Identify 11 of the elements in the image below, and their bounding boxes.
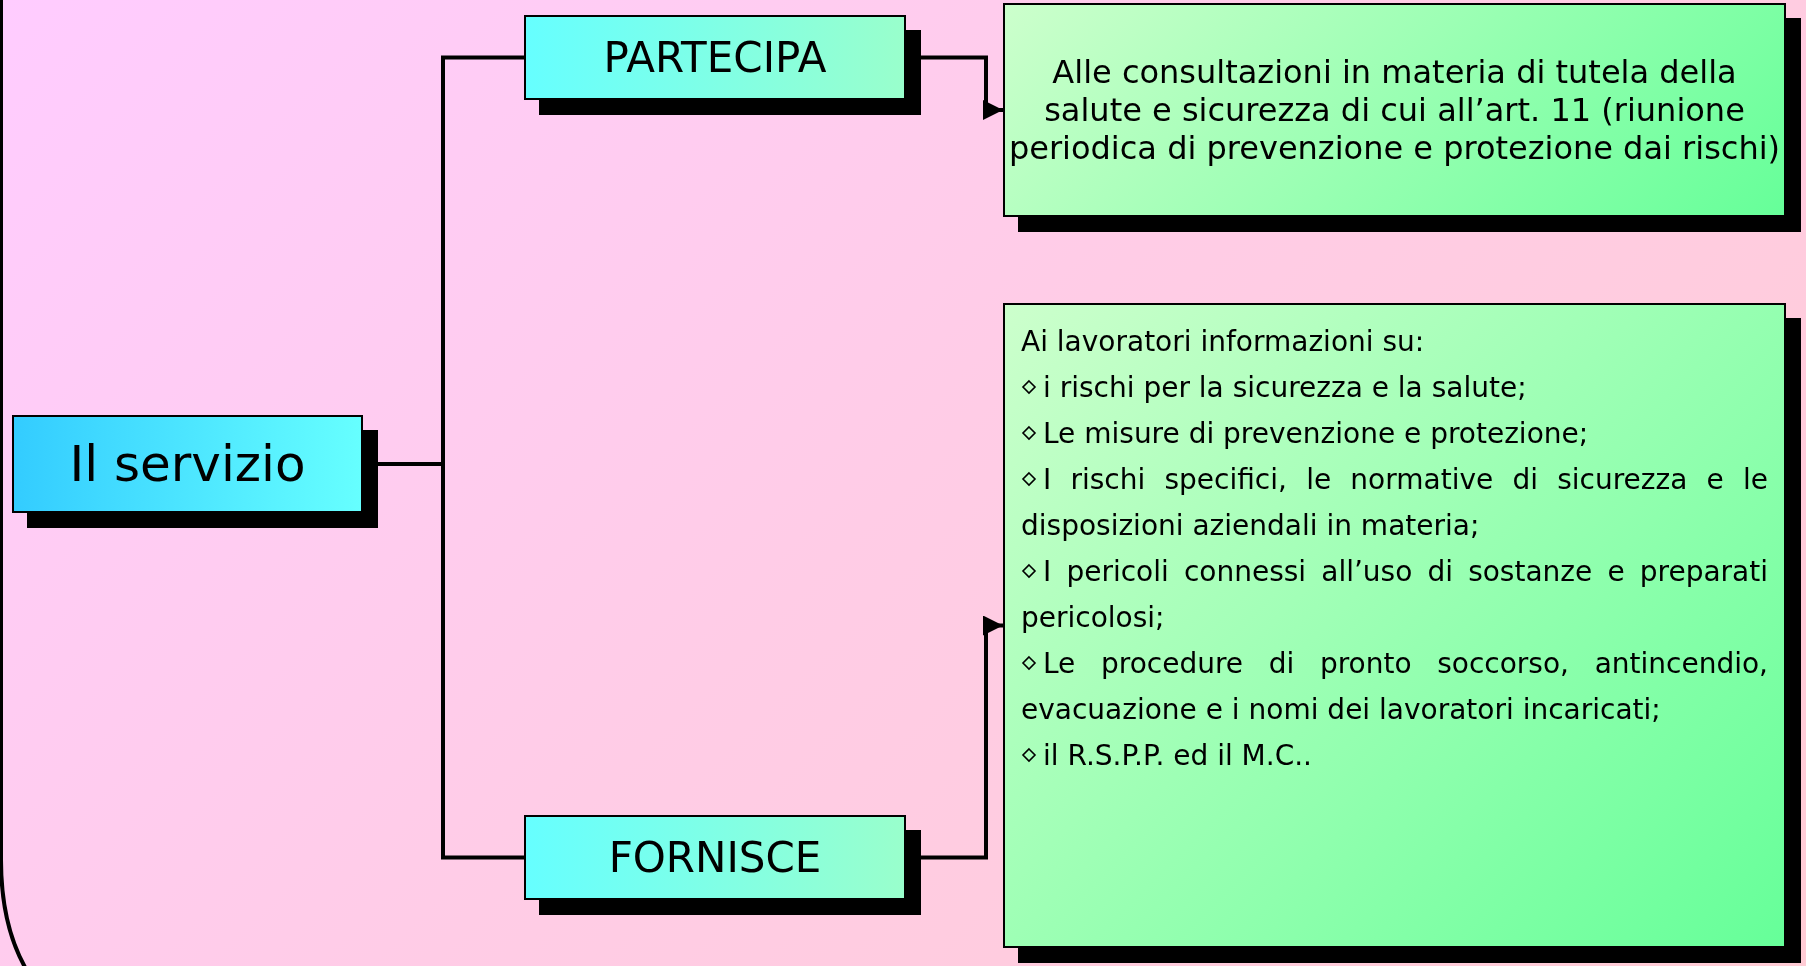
list-item: I pericoli connessi all’uso di sostanze e preparati pericolosi; <box>1021 554 1768 636</box>
list-item: Le procedure di pronto soccorso, antincendio, evacuazione e i nomi dei lavoratori incaricati; <box>1021 646 1768 728</box>
list-item: i rischi per la sicurezza e la salute; <box>1021 365 1768 411</box>
list-item: Le misure di prevenzione e protezione; <box>1021 411 1768 457</box>
list-heading: Ai lavoratori informazioni su: <box>1021 324 1426 360</box>
list-item: il R.S.P.P. ed il M.C.. <box>1021 733 1768 779</box>
box-text: Alle consultazioni in materia di tutela della salute e sicurezza di cui all’art. 11 (riunione periodica di prevenzione e protezione dai rischi) <box>1007 53 1782 167</box>
box-text: Il servizio <box>69 435 306 493</box>
box-text: FORNISCE <box>608 833 822 882</box>
box-text: PARTECIPA <box>603 33 827 82</box>
list-item: I rischi specifici, le normative di sicurezza e le disposizioni aziendali in materia; <box>1021 462 1768 544</box>
